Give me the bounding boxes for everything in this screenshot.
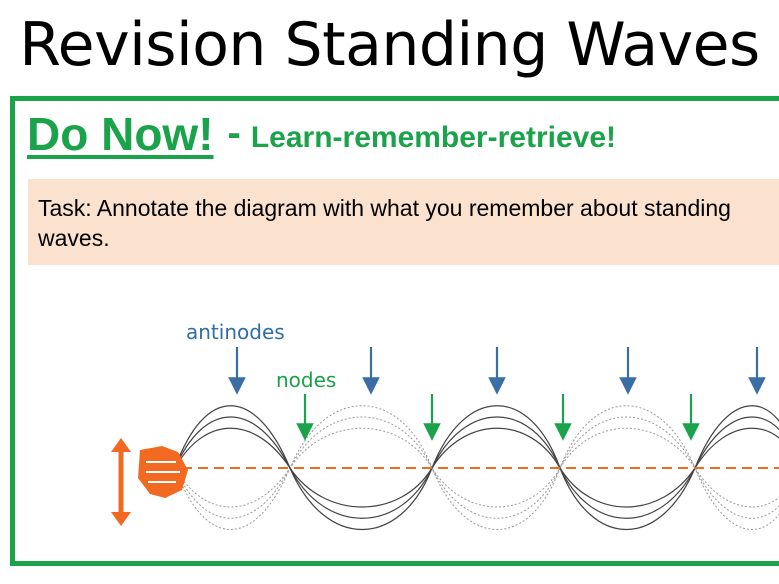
wave-dotted-envelope: [174, 405, 779, 530]
antinodes-label: antinodes: [186, 320, 285, 344]
oscillation-arrow-icon: [111, 438, 131, 526]
slide-title: Revision Standing Waves: [19, 10, 760, 80]
do-now-panel: Do Now!-Learn-remember-retrieve! Task: A…: [10, 96, 779, 566]
task-box: Task: Annotate the diagram with what you…: [28, 179, 779, 265]
do-now-heading: Do Now!: [27, 108, 214, 160]
hand-icon: [138, 446, 188, 498]
antinode-arrows: [228, 347, 766, 395]
nodes-label: nodes: [276, 368, 337, 392]
heading-dash: -: [227, 111, 241, 155]
wave-solid: [174, 405, 779, 531]
node-arrows: [296, 394, 700, 441]
do-now-subtitle: Learn-remember-retrieve!: [250, 121, 616, 154]
do-now-header: Do Now!-Learn-remember-retrieve!: [27, 107, 616, 161]
